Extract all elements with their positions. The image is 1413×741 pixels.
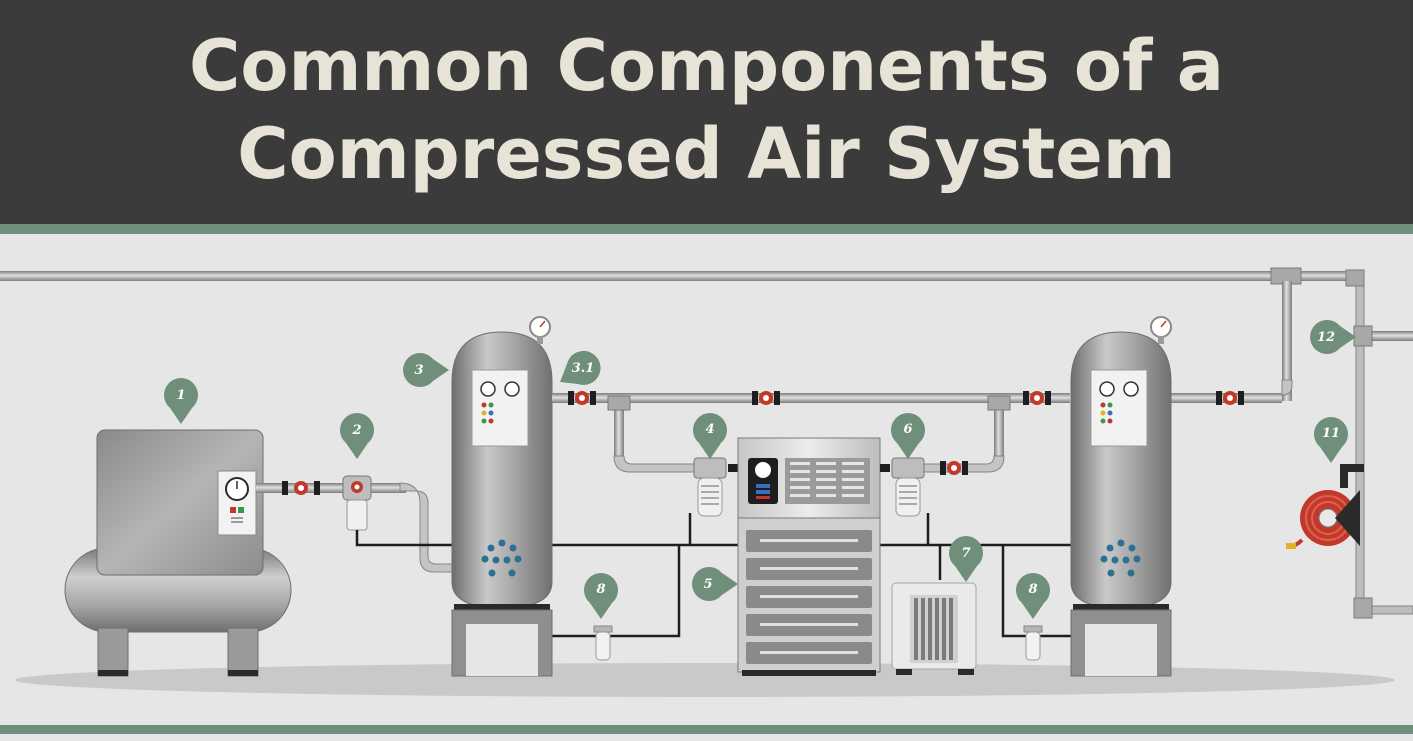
svg-text:8: 8	[1028, 582, 1037, 597]
marker-4: 4	[693, 413, 728, 459]
drain-trap-2	[1023, 625, 1043, 661]
page-title: Common Components of a Compressed Air Sy…	[0, 22, 1413, 198]
tank-2-inlet-valve	[1023, 391, 1051, 405]
tank-2-outlet-valve	[1216, 391, 1244, 405]
air-dryer	[737, 437, 881, 676]
dry-receiver-tank	[1070, 316, 1172, 677]
isolation-valves	[568, 391, 1244, 475]
svg-text:2: 2	[351, 423, 361, 438]
pre-filter	[693, 457, 738, 517]
svg-text:3.1: 3.1	[572, 361, 595, 376]
component-markers: 1 2 3 3.1 4 5	[164, 320, 1356, 619]
marker-8-left: 8	[584, 573, 619, 619]
svg-text:8: 8	[596, 582, 605, 597]
marker-8-right: 8	[1016, 573, 1051, 619]
svg-text:6: 6	[903, 422, 912, 437]
drain-trap-1	[593, 625, 613, 661]
accent-band-top	[0, 224, 1413, 234]
marker-2: 2	[340, 413, 375, 459]
bypass-valve	[752, 391, 780, 405]
title-line-1: Common Components of a	[188, 25, 1225, 107]
marker-7: 7	[948, 536, 983, 582]
svg-text:11: 11	[1322, 426, 1340, 441]
oil-water-separator	[891, 582, 977, 675]
air-compressor	[64, 429, 292, 677]
bottom-strip	[0, 734, 1413, 741]
svg-text:4: 4	[705, 422, 714, 437]
marker-3-1: 3.1	[560, 350, 601, 385]
marker-12: 12	[1310, 320, 1356, 354]
svg-text:12: 12	[1317, 330, 1335, 345]
main-air-header-pipe	[0, 267, 1413, 619]
valve-3-1	[568, 391, 596, 405]
svg-text:1: 1	[176, 388, 185, 403]
marker-5: 5	[692, 567, 738, 601]
after-filter	[880, 457, 925, 517]
filter-regulator	[342, 475, 372, 531]
after-filter-valve	[940, 461, 968, 475]
title-line-2: Compressed Air System	[237, 113, 1176, 195]
marker-11: 11	[1314, 417, 1348, 463]
svg-text:3: 3	[414, 363, 423, 378]
accent-band-bottom	[0, 725, 1413, 734]
floor-shadow	[15, 663, 1395, 697]
wet-receiver-tank	[451, 316, 553, 677]
marker-6: 6	[890, 413, 926, 459]
compressor-discharge-pipe	[256, 481, 453, 573]
marker-1: 1	[164, 378, 198, 424]
hose-reel	[1286, 464, 1364, 549]
marker-3: 3	[403, 353, 449, 387]
svg-text:5: 5	[703, 577, 712, 592]
header-bar: Common Components of a Compressed Air Sy…	[0, 0, 1413, 224]
svg-text:7: 7	[961, 546, 970, 561]
compressed-air-system-diagram: 1 2 3 3.1 4 5	[0, 267, 1413, 697]
